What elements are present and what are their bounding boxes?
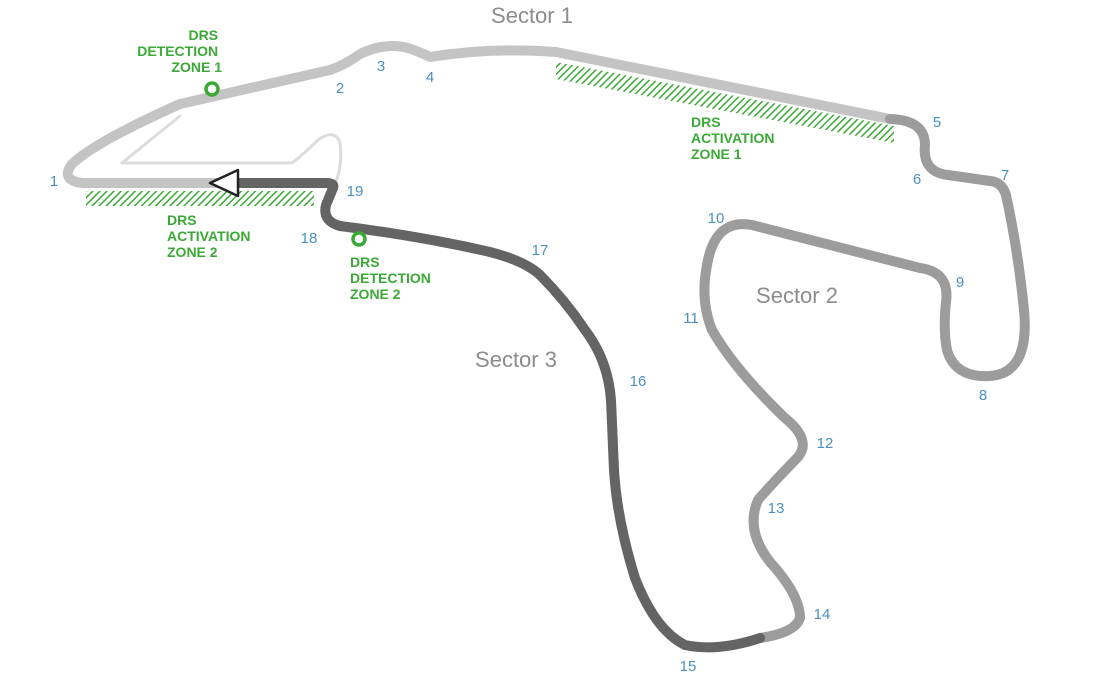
corner-number: 18 [301,230,318,247]
sector-2-label: Sector 2 [756,283,838,308]
corner-number: 8 [979,387,987,404]
corner-number: 1 [50,173,58,190]
drs-label-line: ZONE 1 [171,59,222,75]
sector-3-label: Sector 3 [475,347,557,372]
corner-number: 19 [347,183,364,200]
drs-detection-point-icon [204,81,220,97]
corner-number: 12 [817,435,834,452]
drs-activation-zone-2-label: DRS ACTIVATION ZONE 2 [167,212,254,260]
drs-label-line: DRS [350,254,380,270]
drs-detection-zone-1-label: DRS DETECTION ZONE 1 [137,27,222,75]
corner-number: 11 [683,310,699,327]
sector-1-track [62,41,895,188]
corner-number: 9 [956,274,964,291]
drs-activation-zone-1-label: DRS ACTIVATION ZONE 1 [691,114,778,162]
corner-number: 4 [426,69,434,86]
corner-number: 15 [680,658,697,675]
sector-3-track [225,178,765,653]
drs-label-line: DRS [167,212,197,228]
drs-label-line: ZONE 2 [350,286,401,302]
drs-detection-point-icon [351,231,367,247]
sector-1-label: Sector 1 [491,3,573,28]
corner-number: 5 [933,114,941,131]
corner-number: 2 [336,80,344,97]
corner-number: 7 [1001,167,1009,184]
corner-number: 16 [630,373,647,390]
corner-number: 3 [377,58,385,75]
drs-label-line: ACTIVATION [167,228,250,244]
drs-activation-zone-1-area [556,62,894,143]
drs-activation-zone-2-area [86,191,314,206]
corner-number: 13 [768,500,785,517]
drs-label-line: DRS [189,27,219,43]
drs-label-line: DETECTION [350,270,431,286]
corner-number: 6 [913,171,921,188]
drs-label-line: DETECTION [137,43,218,59]
pit-lane [120,114,343,186]
sector-2-track [699,114,1030,643]
start-direction-arrow-icon [208,168,240,198]
drs-detection-zone-2-label: DRS DETECTION ZONE 2 [350,254,435,302]
corner-number: 17 [532,242,549,259]
corner-number: 14 [814,606,831,623]
drs-label-line: ZONE 1 [691,146,742,162]
corner-number: 10 [708,210,725,227]
drs-label-line: ACTIVATION [691,130,774,146]
drs-label-line: DRS [691,114,721,130]
drs-label-line: ZONE 2 [167,244,218,260]
